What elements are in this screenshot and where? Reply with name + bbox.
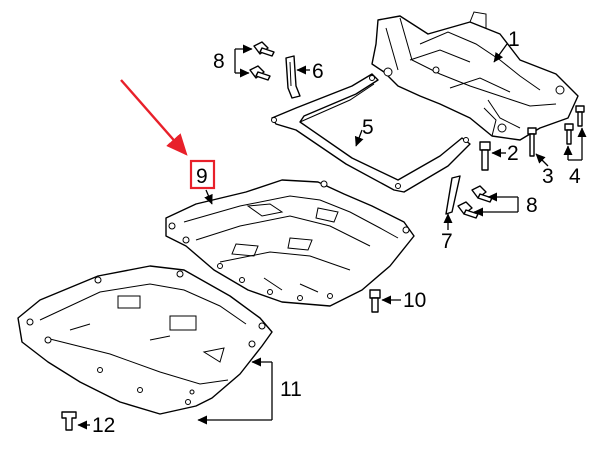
under-cover-11	[17, 265, 273, 415]
callout-7: 7	[441, 230, 453, 253]
callout-4: 4	[569, 165, 581, 188]
leader-lines	[77, 43, 587, 430]
callout-1: 1	[508, 28, 520, 51]
bolt-4-left	[564, 123, 574, 145]
clip-12	[61, 411, 77, 431]
callout-8-lower: 8	[526, 194, 538, 217]
callout-8-upper: 8	[213, 50, 225, 73]
subframe-crossmember	[371, 11, 579, 141]
callout-3: 3	[542, 165, 554, 188]
bolt-8-lower-a	[471, 185, 493, 203]
callout-12: 12	[92, 414, 115, 437]
bolt-8-upper-a	[253, 41, 275, 57]
bolt-8-upper-b	[249, 65, 271, 81]
bolt-10	[369, 289, 381, 313]
bolt-3	[527, 127, 537, 157]
highlight-arrow	[120, 79, 188, 156]
callout-11: 11	[280, 378, 302, 401]
reinforcement-brace	[271, 73, 471, 193]
bracket-7	[445, 175, 461, 215]
callout-5: 5	[362, 116, 374, 139]
callout-2: 2	[507, 142, 519, 165]
bolt-2	[479, 141, 491, 171]
callout-9: 9	[196, 165, 208, 188]
bracket-6	[285, 55, 301, 99]
bolt-4-right	[575, 105, 585, 127]
callout-10: 10	[403, 289, 426, 312]
splash-shield-9	[165, 179, 415, 307]
highlight-box	[189, 159, 216, 190]
bolt-8-lower-b	[457, 201, 479, 219]
callout-6: 6	[312, 60, 324, 83]
